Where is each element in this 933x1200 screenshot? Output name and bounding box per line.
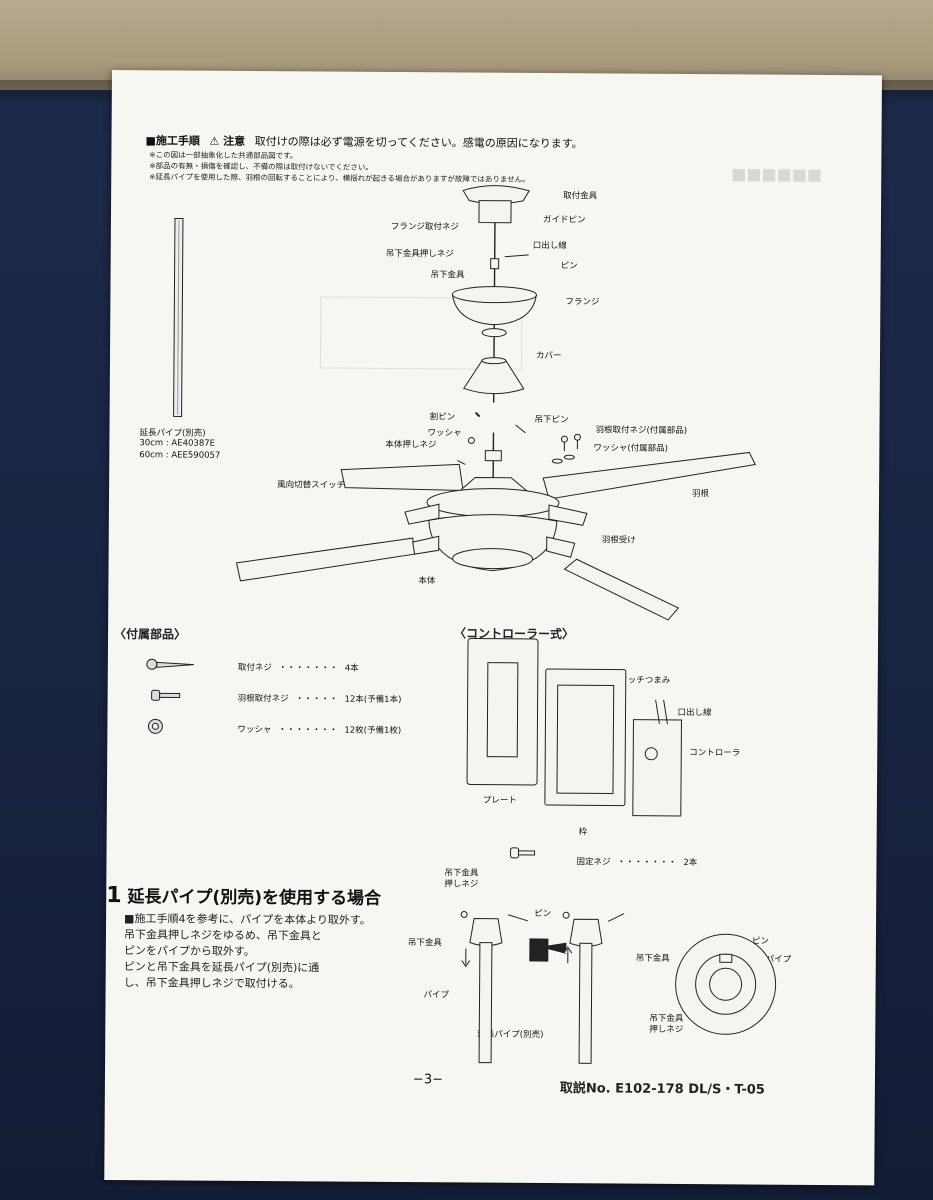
washer-hole	[151, 722, 159, 730]
extension-pipe-drawing	[173, 217, 184, 417]
blade-screw-shank	[159, 692, 181, 698]
arrow-right	[541, 942, 567, 954]
arrow-up	[563, 946, 573, 964]
pin-left	[507, 914, 529, 922]
controller-drawing	[466, 638, 682, 859]
controller-knob	[644, 747, 658, 761]
section-1-diagram	[460, 910, 777, 1064]
accessory-icons	[146, 658, 194, 734]
blade-screw-icon	[151, 689, 161, 701]
pipe-right	[578, 942, 593, 1064]
frame-inner	[556, 684, 615, 795]
fixing-screw-head	[510, 847, 520, 859]
plate-opening	[486, 662, 519, 758]
arrow-down	[461, 948, 471, 968]
illustrations	[146, 185, 777, 1064]
pin-right	[607, 913, 625, 922]
controller-box	[632, 719, 682, 817]
mounting-screw-icon	[146, 658, 158, 670]
mounting-screw-shank	[156, 661, 194, 668]
fan-exploded-view	[235, 185, 757, 621]
instruction-sheet: ■■■■■■ ■施工手順 ⚠ 注意 取付けの際は必ず電源を切ってください。感電の…	[104, 70, 882, 1186]
fixing-screw-shank	[518, 850, 536, 856]
pipe-left	[478, 942, 493, 1064]
controller-wires	[655, 699, 668, 724]
